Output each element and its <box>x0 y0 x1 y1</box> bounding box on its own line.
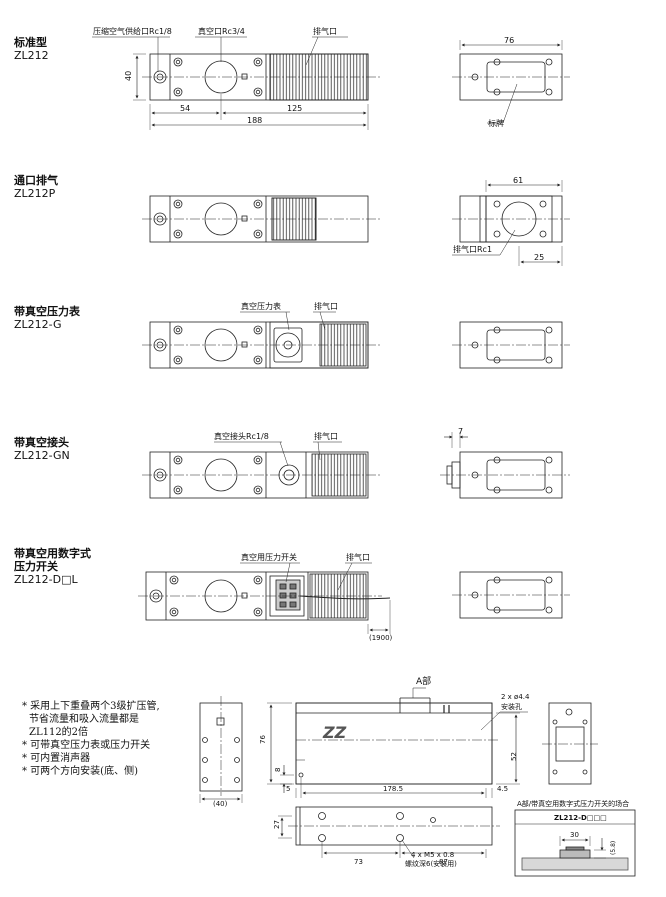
dim-54: 54 <box>180 104 190 113</box>
switch-detail-box <box>514 809 636 877</box>
section-name: 带真空接头 <box>14 436 69 449</box>
end-view-right <box>542 702 598 785</box>
note-line: ZL112的2倍 <box>29 727 89 738</box>
dim-61: 61 <box>513 176 523 185</box>
zl212-side-view <box>452 53 570 101</box>
section-switch-title: 带真空用数字式 压力开关 ZL212-D□L <box>14 547 91 586</box>
exhaust-label: 排气口 <box>313 26 337 36</box>
dim-b27: 27 <box>273 820 281 829</box>
pressure-switch-label: 真空用压力开关 <box>241 552 297 562</box>
vacuum-gauge-label: 真空压力表 <box>241 301 281 311</box>
dim-125: 125 <box>287 104 302 113</box>
section-model: ZL212-D□L <box>14 573 78 586</box>
mount-holes-label: 安装孔 <box>501 702 522 711</box>
thread-label: 4 x M5 x 0.8 <box>411 851 454 859</box>
dim-b76: 76 <box>259 735 267 744</box>
main-body-front <box>295 697 500 785</box>
dim-b4-5: 4.5 <box>497 785 508 793</box>
main-body-bottom <box>288 806 500 846</box>
dim-b73: 73 <box>354 858 363 866</box>
zl212g-side-view <box>452 321 570 369</box>
exhaust-label: 排气口 <box>314 301 338 311</box>
exhaust-label: 排气口 <box>314 431 338 441</box>
section-port-exhaust-title: 通口排气 ZL212P <box>14 174 58 200</box>
dim-s30: 30 <box>570 831 579 839</box>
section-fitting-title: 带真空接头 ZL212-GN <box>14 436 70 462</box>
dim-25: 25 <box>534 253 544 262</box>
dim-s5-8: (5.8) <box>610 841 617 855</box>
zl212p-side-view <box>452 195 570 243</box>
zl212g-front-view <box>142 321 380 369</box>
end-view-left <box>199 696 243 796</box>
dim-b178-5: 178.5 <box>383 785 403 793</box>
exhaust-label: 排气口 <box>346 552 370 562</box>
section-name: 标准型 <box>14 36 47 49</box>
dim-height-40: 40 <box>124 71 133 81</box>
section-model: ZL212P <box>14 187 56 200</box>
note-line: * 可内置消声器 <box>22 753 91 764</box>
exhaust-rc1-label: 排气口Rc1 <box>453 244 492 254</box>
part-a-label: A部 <box>416 675 431 687</box>
dim-1900: (1900) <box>369 634 393 642</box>
zl212dl-side-view <box>452 571 570 619</box>
zl212p-front-view <box>142 195 380 243</box>
dim-b5: 5 <box>286 785 290 793</box>
nameplate-label: 标牌 <box>488 118 504 128</box>
vacuum-port-label: 真空口Rc3/4 <box>198 26 245 36</box>
section-name: 带真空用数字式 <box>14 547 91 560</box>
section-standard-title: 标准型 ZL212 <box>14 36 49 62</box>
section-model: ZL212-G <box>14 318 62 331</box>
feature-notes: * 采用上下重叠两个3级扩压管, 节省流量和吸入流量都是 ZL112的2倍 * … <box>22 700 197 778</box>
note-line: * 可带真空压力表或压力开关 <box>22 740 151 751</box>
vacuum-fitting-label: 真空接头Rc1/8 <box>214 431 269 441</box>
switch-detail-model: ZL212-D□□□ <box>554 814 607 822</box>
switch-detail-title: A部/带真空用数字式压力开关的场合 <box>517 799 629 808</box>
dim-188: 188 <box>247 116 262 125</box>
dim-b40: (40) <box>213 800 228 808</box>
dim-7: 7 <box>458 427 463 436</box>
supply-port-label: 压缩空气供给口Rc1/8 <box>93 26 172 36</box>
zl212gn-side-view <box>440 451 570 499</box>
dim-76: 76 <box>504 36 514 45</box>
zl212gn-front-view <box>142 451 380 499</box>
section-name: 带真空压力表 <box>14 305 80 318</box>
note-line: 节省流量和吸入流量都是 <box>29 714 139 725</box>
section-model: ZL212 <box>14 49 49 62</box>
note-line: * 可两个方向安装(底、侧) <box>22 766 138 777</box>
section-model: ZL212-GN <box>14 449 70 462</box>
note-line: * 采用上下重叠两个3级扩压管, <box>22 701 160 712</box>
zz-logo: ZZ <box>322 723 347 742</box>
thread-label: 螺纹深6(安装用) <box>405 859 457 868</box>
dim-b87: 87 <box>439 858 448 866</box>
zl212dl-front-view <box>138 571 391 621</box>
section-name: 通口排气 <box>14 174 58 187</box>
section-name: 压力开关 <box>14 560 58 573</box>
mount-holes-label: 2 x ø4.4 <box>501 693 530 701</box>
dim-b52: 52 <box>510 752 518 761</box>
zl212-front-view <box>142 53 380 101</box>
section-gauge-title: 带真空压力表 ZL212-G <box>14 305 80 331</box>
dim-b8: 8 <box>274 768 282 772</box>
